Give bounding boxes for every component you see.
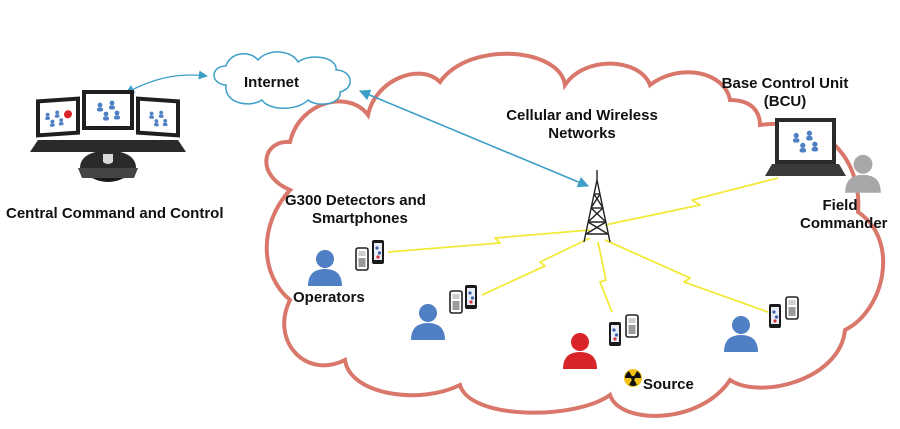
wireless-links <box>387 177 779 313</box>
radiation-icon <box>624 369 642 387</box>
central-command-station <box>30 90 186 182</box>
bcu-label-line-2: (BCU) <box>763 93 807 110</box>
person-icon <box>724 316 758 352</box>
cellular-networks-label: Cellular and Wireless Networks <box>482 107 682 143</box>
person-icon <box>308 250 342 286</box>
detectors-label-line-2: Smartphones <box>312 210 408 227</box>
field-commander-label: Field Commander <box>800 197 888 233</box>
operator-3 <box>724 296 799 352</box>
operator-1 <box>308 240 384 286</box>
field-label-line-2: Commander <box>800 215 888 232</box>
person-icon <box>563 333 597 369</box>
command-internet-link <box>125 70 208 94</box>
detector-icon <box>785 296 799 320</box>
monitor-icon <box>82 90 134 130</box>
monitor-icon <box>36 96 80 138</box>
central-command-label: Central Command and Control <box>6 205 224 222</box>
wireless-link-operator-2 <box>481 237 591 296</box>
cell-tower-icon <box>583 170 611 243</box>
field-commander-person <box>845 154 881 193</box>
internet-cloud <box>213 51 351 109</box>
cellular-label-line-1: Cellular and Wireless <box>506 107 658 124</box>
wireless-network-cloud <box>264 51 885 418</box>
smartphone-icon <box>609 322 621 346</box>
smartphone-icon <box>769 304 781 328</box>
source-person-group <box>563 314 642 387</box>
smartphone-icon <box>465 285 477 309</box>
cloud-icon <box>264 51 885 418</box>
internet-links <box>125 70 590 188</box>
cellular-label-line-2: Networks <box>548 125 616 142</box>
wireless-link-operator-3 <box>604 239 769 313</box>
monitor-icon <box>136 96 180 138</box>
person-icon <box>411 304 445 340</box>
field-label-line-1: Field <box>822 197 858 214</box>
detectors-label-line-1: G300 Detectors and <box>285 192 426 209</box>
smartphone-icon <box>372 240 384 264</box>
source-label: Source <box>643 376 694 393</box>
detectors-smartphones-label: G300 Detectors and Smartphones <box>285 192 426 228</box>
cloud-icon <box>213 51 351 109</box>
person-icon <box>845 154 881 193</box>
wireless-link-source <box>597 241 613 313</box>
bcu-laptop <box>765 118 846 176</box>
wireless-link-operator-1 <box>387 229 591 253</box>
internet-tower-link <box>358 89 590 188</box>
operators-label: Operators <box>293 289 365 306</box>
detector-icon <box>625 314 639 338</box>
keyboard-base <box>30 140 186 152</box>
laptop-icon <box>765 118 846 176</box>
bcu-label: Base Control Unit (BCU) <box>700 75 870 111</box>
wireless-link-bcu <box>604 177 779 226</box>
police-cap-icon <box>78 150 138 182</box>
operator-2 <box>411 285 477 340</box>
bcu-label-line-1: Base Control Unit <box>721 75 849 92</box>
internet-label: Internet <box>244 74 300 91</box>
detector-icon <box>449 290 463 314</box>
detector-icon <box>355 247 369 271</box>
